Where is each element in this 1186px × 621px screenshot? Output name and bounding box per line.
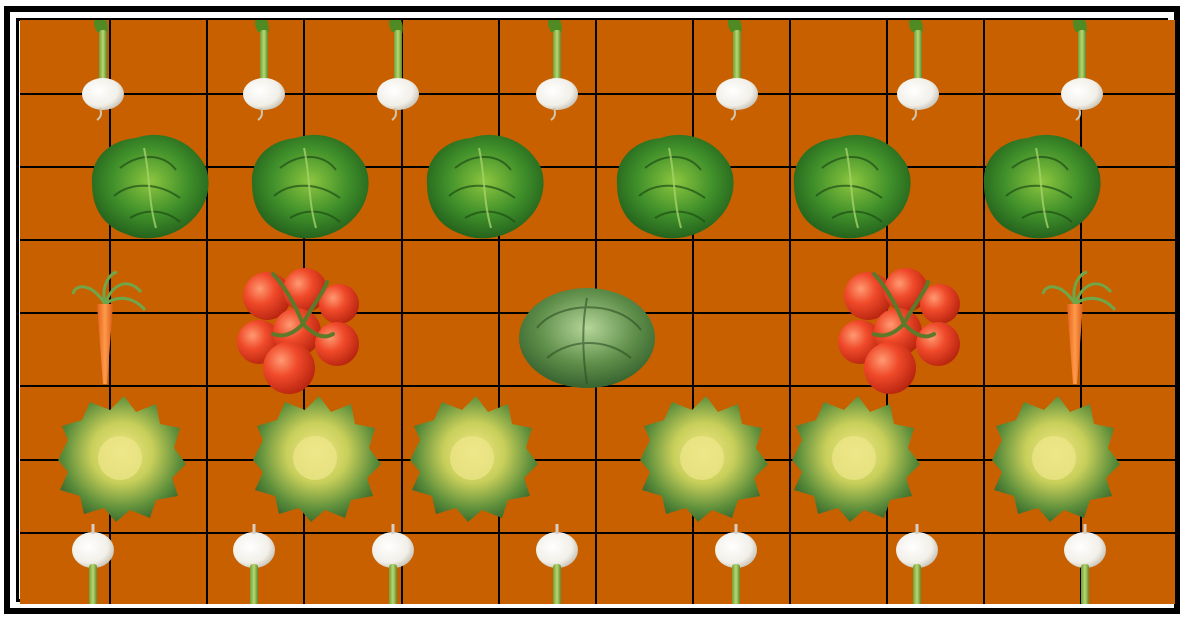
vegetable-garden-grid bbox=[20, 20, 1175, 604]
garden-canvas bbox=[20, 20, 1175, 604]
savoy-cabbage-icon[interactable] bbox=[519, 288, 655, 388]
